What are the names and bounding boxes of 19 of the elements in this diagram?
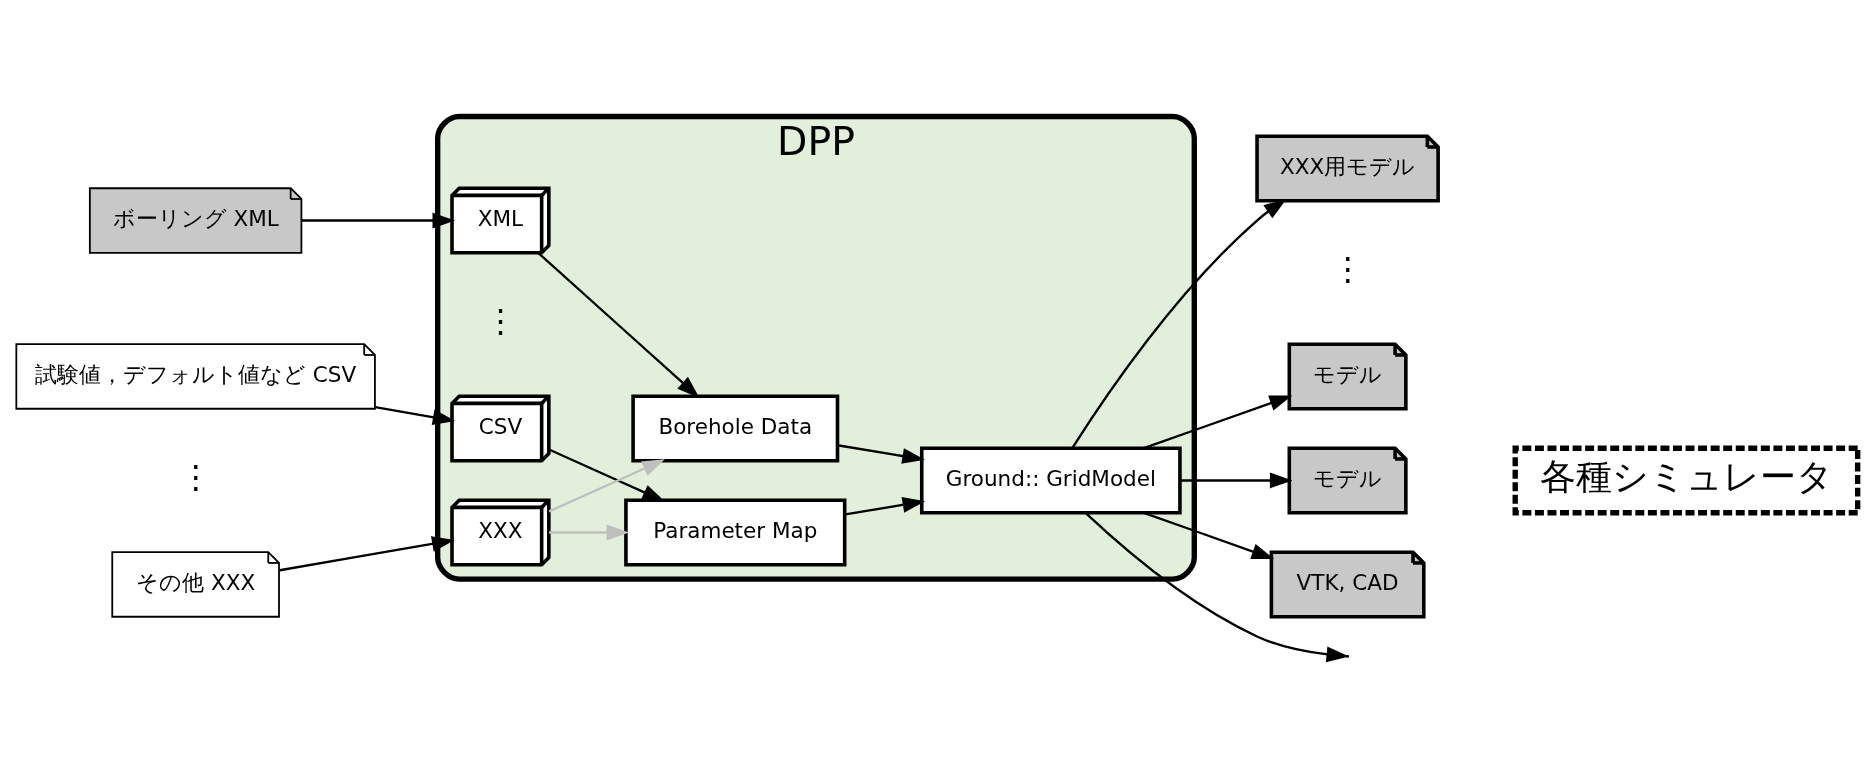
arrow bbox=[1143, 511, 1275, 560]
arrow bbox=[548, 448, 665, 502]
arrow bbox=[845, 497, 926, 516]
node-box: 各種シミュレータ bbox=[1512, 445, 1861, 516]
label: ⋮ bbox=[179, 458, 212, 497]
arrow bbox=[549, 524, 630, 541]
arrow bbox=[537, 252, 700, 398]
node-box: Borehole Data bbox=[631, 394, 840, 463]
label: ⋮ bbox=[1331, 250, 1364, 289]
node-box: Ground:: GridModel bbox=[919, 446, 1182, 515]
arrow bbox=[837, 444, 925, 464]
arrow bbox=[301, 212, 456, 229]
arrow bbox=[548, 459, 665, 513]
arrow bbox=[279, 536, 455, 572]
node-box: Parameter Map bbox=[624, 498, 847, 567]
label: ⋮ bbox=[484, 302, 517, 341]
arrow bbox=[1180, 472, 1293, 489]
arrow bbox=[1143, 395, 1293, 450]
arrow bbox=[375, 406, 456, 425]
